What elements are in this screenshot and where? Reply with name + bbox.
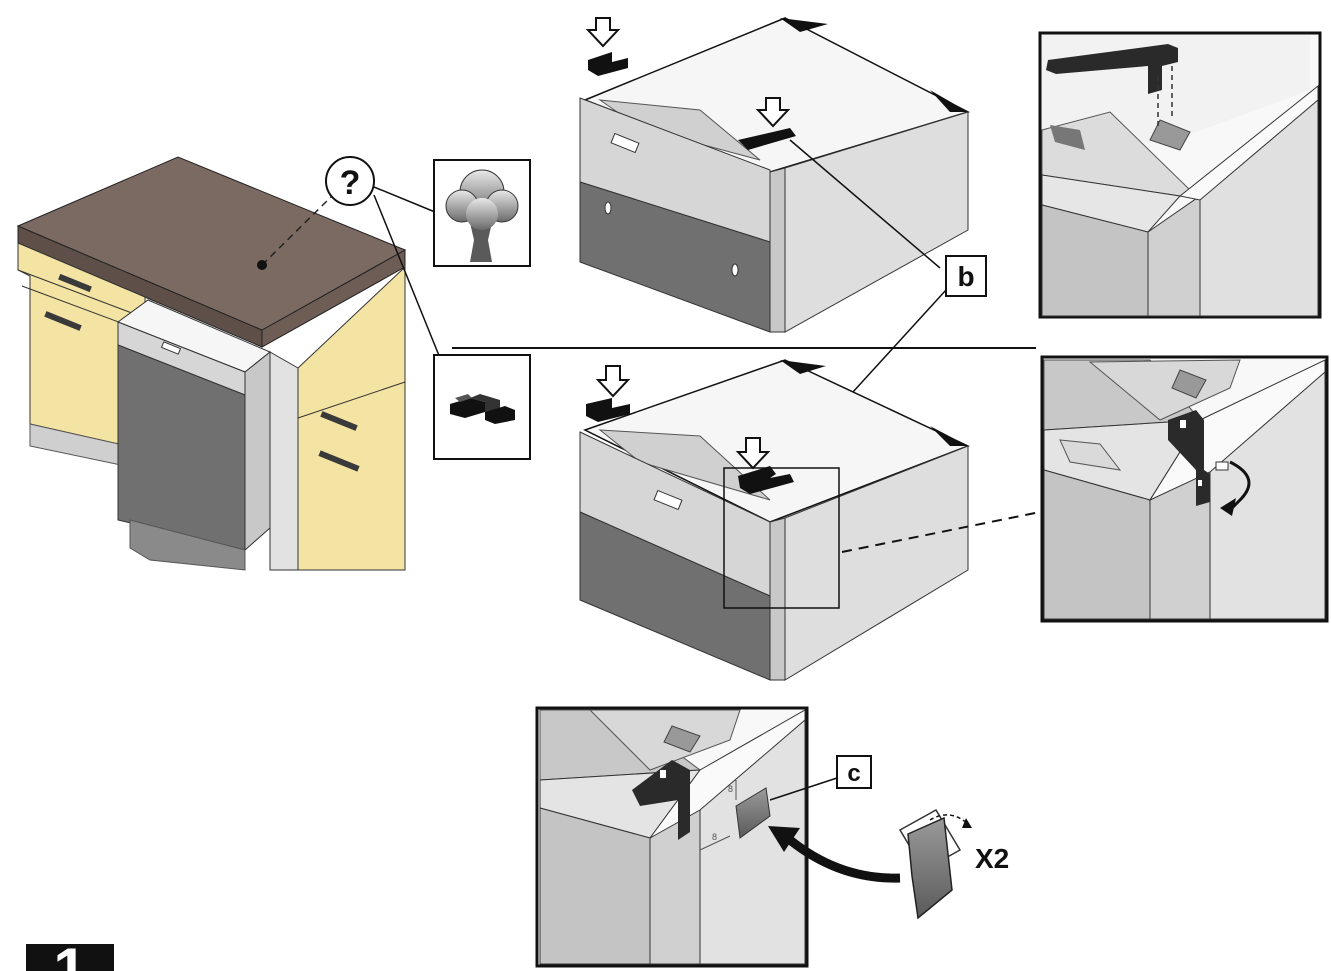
multiplier-label: X2 — [975, 843, 1009, 874]
worktop — [16, 156, 407, 331]
mounting-bracket — [738, 466, 794, 494]
other-worktop-option — [433, 354, 531, 460]
zoom-frame — [723, 467, 840, 609]
mounting-bracket — [632, 760, 690, 840]
dishwasher-top-view — [579, 17, 970, 333]
wood-worktop-option — [433, 159, 531, 267]
detail-panel-bracket-bent — [1040, 355, 1329, 623]
mounting-bracket — [586, 398, 630, 422]
hollow-down-arrow-icon — [595, 365, 631, 398]
svg-text:8: 8 — [712, 832, 717, 842]
mounting-bracket — [1046, 44, 1178, 94]
worktop-point — [257, 260, 267, 270]
mounting-bracket — [588, 52, 628, 76]
drawer-handle — [318, 450, 360, 472]
drawer-handle — [44, 311, 82, 331]
right-side-panel — [269, 351, 299, 571]
label-b-text: b — [957, 261, 974, 292]
detail-panel-clip-attach: 8 8 — [535, 706, 809, 968]
curved-arrow-icon — [768, 826, 901, 883]
kitchen-cabinet-illustration — [16, 156, 407, 571]
label-c: c — [769, 755, 872, 801]
mounting-bracket — [738, 128, 796, 150]
label-c-text: c — [847, 760, 860, 787]
question-callout: ? — [325, 156, 441, 359]
curved-arrow-icon — [1215, 460, 1251, 516]
drawer-handle — [58, 273, 92, 293]
blocks-icon — [450, 394, 515, 424]
detail-panel-bracket-placement — [1038, 31, 1322, 319]
svg-text:8: 8 — [728, 784, 733, 794]
hollow-down-arrow-icon — [585, 17, 621, 48]
loose-clip — [898, 808, 972, 920]
adhesive-clip — [735, 787, 771, 839]
label-b: b — [779, 255, 987, 473]
side-panel — [784, 111, 969, 333]
question-mark: ? — [340, 164, 361, 202]
hollow-down-arrow-icon — [735, 437, 771, 470]
right-cabinet — [297, 265, 406, 571]
step-number-badge: 1 — [26, 936, 114, 971]
dishwasher-bottom-view — [579, 359, 1041, 681]
drawer-handle — [320, 411, 358, 431]
side-panel — [784, 445, 969, 681]
step-number: 1 — [53, 936, 86, 971]
hollow-down-arrow-icon — [755, 97, 791, 128]
tree-icon — [445, 169, 519, 262]
